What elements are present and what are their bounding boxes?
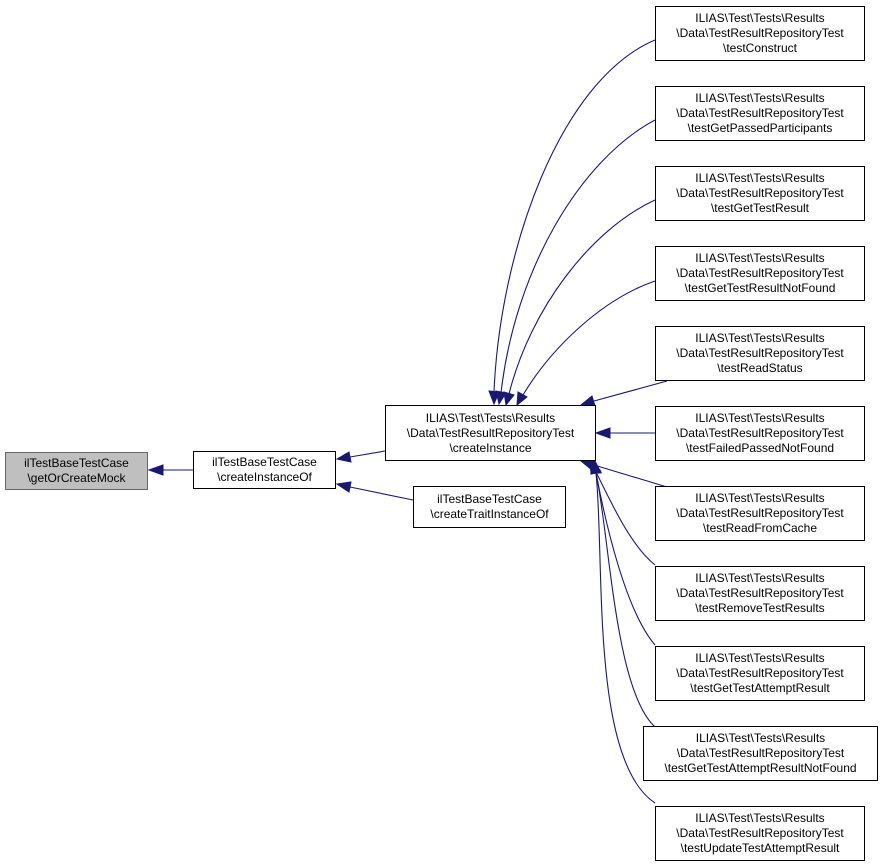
edge-test-construct-to-create-instance bbox=[488, 39, 656, 406]
node-line: \Data\TestResultRepositoryTest bbox=[676, 106, 844, 120]
node-test-get-test-result[interactable]: ILIAS\Test\Tests\Results \Data\TestResul… bbox=[655, 166, 865, 221]
node-line: \testGetPassedParticipants bbox=[687, 121, 833, 135]
node-line: ilTestBaseTestCase bbox=[437, 492, 542, 506]
node-line: ILIAS\Test\Tests\Results bbox=[695, 11, 825, 25]
node-line: \testGetTestResult bbox=[710, 201, 810, 215]
edge-test-failed-passed-not-found-to-create-instance bbox=[594, 427, 655, 439]
node-create-instance-of[interactable]: ilTestBaseTestCase \createInstanceOf bbox=[193, 451, 336, 489]
node-line: \testRemoveTestResults bbox=[695, 601, 825, 615]
edge-test-read-status-to-create-instance bbox=[579, 380, 668, 407]
node-test-get-test-attempt-result-not-found[interactable]: ILIAS\Test\Tests\Results \Data\TestResul… bbox=[643, 726, 878, 781]
node-line: \Data\TestResultRepositoryTest bbox=[406, 425, 575, 440]
node-line: \testConstruct bbox=[722, 41, 798, 55]
node-line: ILIAS\Test\Tests\Results bbox=[695, 171, 825, 185]
node-test-failed-passed-not-found[interactable]: ILIAS\Test\Tests\Results \Data\TestResul… bbox=[655, 406, 865, 461]
node-line: ILIAS\Test\Tests\Results bbox=[695, 651, 825, 665]
node-line: ILIAS\Test\Tests\Results bbox=[695, 331, 825, 345]
node-line: \createTraitInstanceOf bbox=[430, 507, 549, 521]
node-line: \testGetTestAttemptResult bbox=[690, 681, 830, 695]
node-line: ilTestBaseTestCase bbox=[24, 456, 129, 470]
node-line: \Data\TestResultRepositoryTest bbox=[676, 266, 844, 280]
node-line: ILIAS\Test\Tests\Results bbox=[425, 410, 556, 425]
node-line: \Data\TestResultRepositoryTest bbox=[676, 746, 845, 760]
node-line: ILIAS\Test\Tests\Results bbox=[695, 811, 825, 825]
edge-create-trait-instance-of-to-get-or-create-mock bbox=[335, 481, 414, 501]
edge-test-get-test-result-to-create-instance bbox=[503, 199, 656, 407]
node-test-read-from-cache[interactable]: ILIAS\Test\Tests\Results \Data\TestResul… bbox=[655, 486, 865, 541]
edge-create-instance-of-to-get-or-create-mock bbox=[147, 464, 193, 476]
node-line: ilTestBaseTestCase bbox=[212, 455, 317, 469]
node-line: ILIAS\Test\Tests\Results bbox=[695, 251, 825, 265]
node-line: \testGetTestAttemptResultNotFound bbox=[664, 761, 857, 775]
node-create-instance[interactable]: ILIAS\Test\Tests\Results \Data\TestResul… bbox=[385, 405, 596, 461]
edge-create-instance-to-create-instance-of bbox=[335, 450, 386, 463]
edge-test-get-test-attempt-result-to-create-instance bbox=[590, 459, 656, 646]
node-line: ILIAS\Test\Tests\Results bbox=[695, 571, 825, 585]
node-line: \createInstanceOf bbox=[217, 470, 312, 484]
node-test-update-test-attempt-result[interactable]: ILIAS\Test\Tests\Results \Data\TestResul… bbox=[655, 806, 865, 861]
node-test-get-test-result-not-found[interactable]: ILIAS\Test\Tests\Results \Data\TestResul… bbox=[655, 246, 865, 301]
node-line: ILIAS\Test\Tests\Results bbox=[695, 491, 825, 505]
node-line: \Data\TestResultRepositoryTest bbox=[676, 826, 844, 840]
node-line: \Data\TestResultRepositoryTest bbox=[676, 346, 844, 360]
node-test-construct[interactable]: ILIAS\Test\Tests\Results \Data\TestResul… bbox=[655, 6, 865, 61]
edge-test-get-test-result-not-found-to-create-instance bbox=[516, 280, 656, 407]
node-line: \Data\TestResultRepositoryTest bbox=[676, 586, 844, 600]
node-line: \Data\TestResultRepositoryTest bbox=[676, 426, 844, 440]
node-line: \getOrCreateMock bbox=[27, 471, 126, 485]
node-line: \Data\TestResultRepositoryTest bbox=[676, 506, 844, 520]
node-test-read-status[interactable]: ILIAS\Test\Tests\Results \Data\TestResul… bbox=[655, 326, 865, 381]
node-line: \createInstance bbox=[449, 440, 532, 455]
node-line: \Data\TestResultRepositoryTest bbox=[676, 666, 844, 680]
node-line: \testReadStatus bbox=[717, 361, 803, 375]
node-test-remove-test-results[interactable]: ILIAS\Test\Tests\Results \Data\TestResul… bbox=[655, 566, 865, 621]
node-create-trait-instance-of[interactable]: ilTestBaseTestCase \createTraitInstanceO… bbox=[413, 486, 566, 528]
node-line: \testGetTestResultNotFound bbox=[684, 281, 836, 295]
node-line: \testReadFromCache bbox=[702, 521, 818, 535]
edge-test-update-test-attempt-result-to-create-instance bbox=[590, 459, 656, 804]
node-line: \testUpdateTestAttemptResult bbox=[680, 841, 840, 855]
node-test-get-passed-participants[interactable]: ILIAS\Test\Tests\Results \Data\TestResul… bbox=[655, 86, 865, 141]
node-get-or-create-mock[interactable]: ilTestBaseTestCase \getOrCreateMock bbox=[5, 452, 148, 490]
node-line: ILIAS\Test\Tests\Results bbox=[695, 731, 826, 745]
node-line: ILIAS\Test\Tests\Results bbox=[695, 411, 825, 425]
node-line: \Data\TestResultRepositoryTest bbox=[676, 186, 844, 200]
node-line: ILIAS\Test\Tests\Results bbox=[695, 91, 825, 105]
node-line: \Data\TestResultRepositoryTest bbox=[676, 26, 844, 40]
node-line: \testFailedPassedNotFound bbox=[685, 441, 835, 455]
edge-test-get-passed-participants-to-create-instance bbox=[495, 119, 656, 406]
node-test-get-test-attempt-result[interactable]: ILIAS\Test\Tests\Results \Data\TestResul… bbox=[655, 646, 865, 701]
